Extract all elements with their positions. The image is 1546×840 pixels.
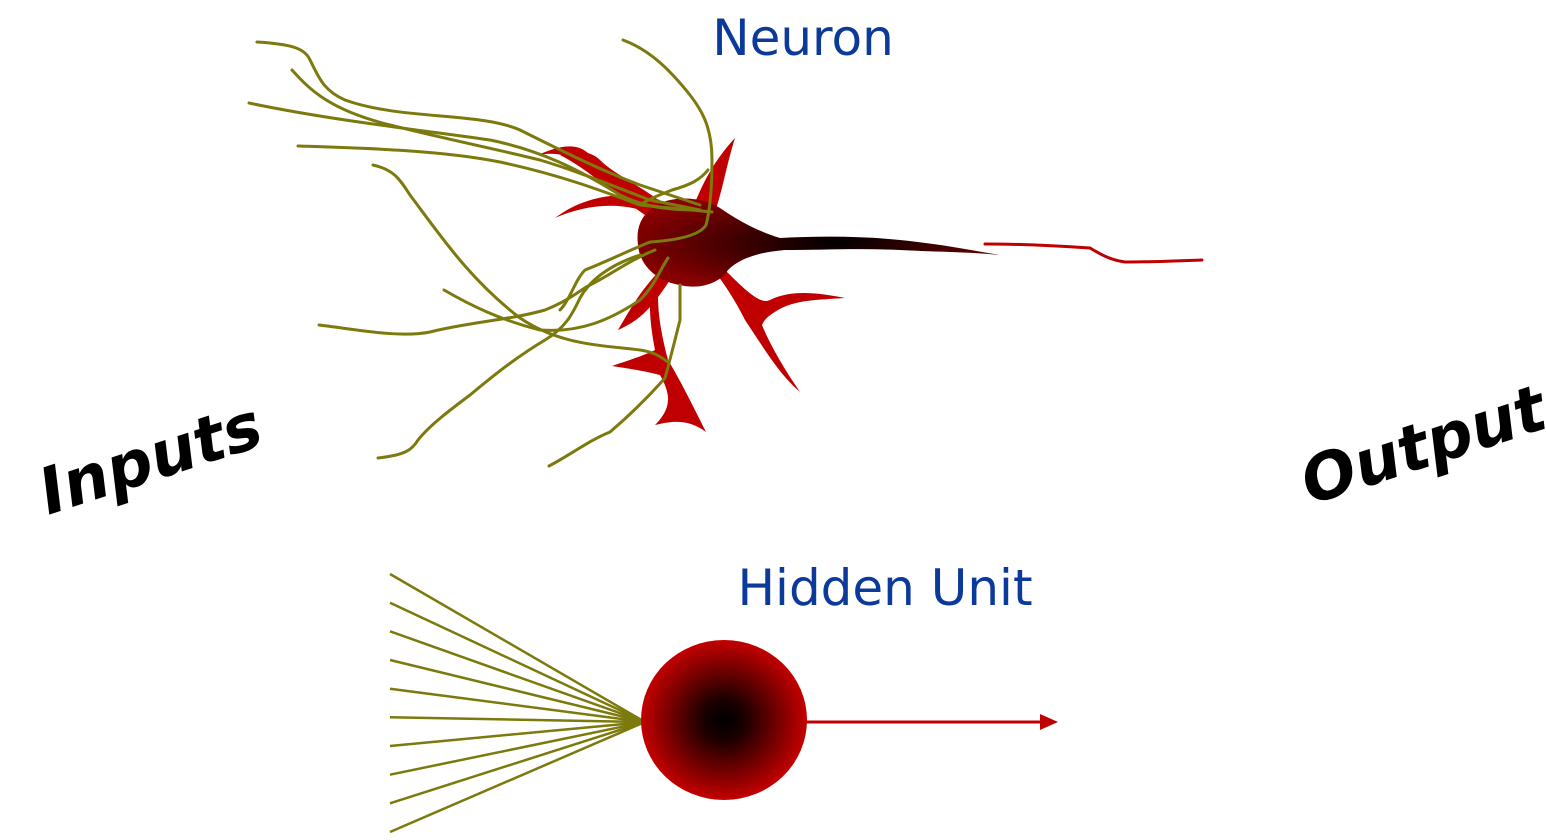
- neuron-soma: [638, 198, 1001, 286]
- hidden-unit-inputs: [390, 574, 645, 832]
- output-label: Output: [1292, 371, 1546, 520]
- hidden-unit-title: Hidden Unit: [737, 559, 1032, 617]
- neuron-title: Neuron: [712, 9, 894, 67]
- circle-unit-icon: [641, 640, 807, 800]
- hidden-unit-input-line: [390, 574, 645, 722]
- inputs-label: Inputs: [30, 389, 271, 530]
- hidden-unit-input-line: [390, 660, 645, 722]
- hidden-unit-input-line: [390, 722, 645, 832]
- hidden-unit-input-line: [390, 631, 645, 722]
- neuron-axon: [985, 244, 1202, 262]
- hidden-unit-input-line: [390, 722, 645, 775]
- neuron-cell-icon: [249, 40, 1202, 466]
- arrow-right-icon: [1040, 714, 1058, 730]
